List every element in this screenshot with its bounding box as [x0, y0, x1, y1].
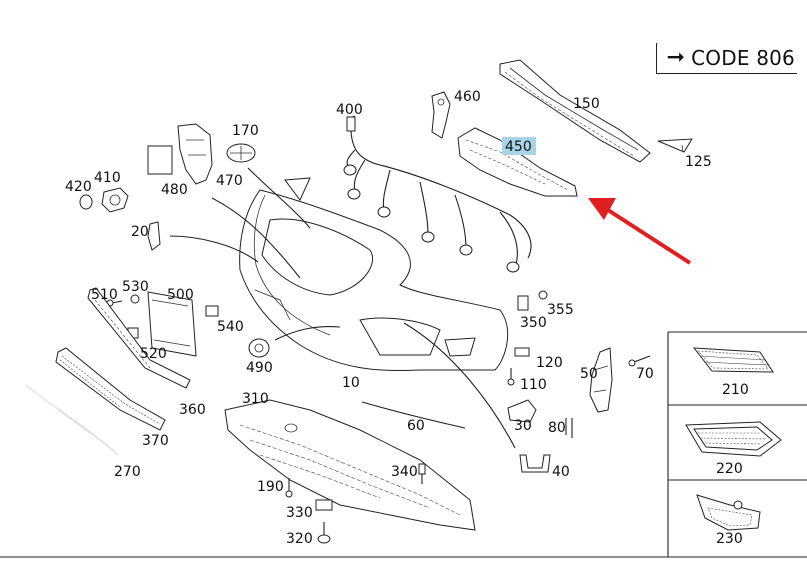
part-40-bracket[interactable] [519, 454, 551, 473]
label-120: 120 [536, 355, 563, 371]
label-340: 340 [391, 464, 418, 480]
label-400: 400 [336, 102, 363, 118]
part-80-clip[interactable] [565, 418, 573, 438]
label-420: 420 [65, 179, 92, 195]
part-20-bracket[interactable] [147, 221, 161, 251]
part-320-bolt[interactable] [317, 522, 331, 544]
part-370-grille-mesh[interactable] [55, 347, 166, 431]
part-460-bracket[interactable] [431, 91, 451, 139]
label-190: 190 [257, 479, 284, 495]
label-320: 320 [286, 531, 313, 547]
inset-panel [667, 331, 807, 557]
part-340-clip[interactable] [418, 463, 426, 484]
part-110-screw[interactable] [507, 368, 515, 386]
label-350: 350 [520, 315, 547, 331]
part-480-bracket[interactable] [147, 123, 213, 185]
label-480: 480 [161, 182, 188, 198]
part-310-underbody-panel[interactable] [224, 399, 476, 531]
lower-intake [359, 317, 441, 356]
label-125: 125 [685, 154, 712, 170]
sensor-connector [506, 261, 520, 273]
part-490-sensor[interactable] [248, 338, 270, 358]
label-460: 460 [454, 89, 481, 105]
label-30: 30 [514, 418, 532, 434]
label-40: 40 [552, 464, 570, 480]
part-400-harness[interactable] [343, 116, 532, 273]
sensor-connector [343, 164, 357, 176]
part-480-radar [147, 145, 173, 175]
label-150: 150 [573, 96, 600, 112]
label-60: 60 [407, 418, 425, 434]
part-labels: 150 125 460 450 400 170 470 480 410 420 … [65, 89, 749, 547]
label-80: 80 [548, 420, 566, 436]
label-540: 540 [217, 319, 244, 335]
part-10-bumper-cover[interactable] [239, 177, 509, 372]
part-360-trim-strip[interactable] [87, 287, 191, 389]
label-520: 520 [140, 346, 167, 362]
sensor-connector [377, 206, 391, 218]
label-230: 230 [716, 531, 743, 547]
part-330-nut[interactable] [315, 499, 333, 511]
label-270: 270 [114, 464, 141, 480]
code-806-box: ➞ CODE 806 [656, 43, 797, 74]
label-370: 370 [142, 433, 169, 449]
leader-lines [169, 115, 684, 449]
label-510: 510 [91, 287, 118, 303]
part-170-emblem[interactable] [226, 143, 256, 163]
label-220: 220 [716, 461, 743, 477]
part-530-clip[interactable] [130, 294, 140, 304]
part-120-clip[interactable] [514, 347, 530, 357]
label-50: 50 [580, 366, 598, 382]
part-125-bracket[interactable] [657, 138, 693, 153]
label-355: 355 [547, 302, 574, 318]
part-30-cover[interactable] [507, 399, 537, 423]
part-420-washer[interactable] [79, 194, 93, 210]
part-190-screw[interactable] [285, 478, 293, 498]
part-230-grille[interactable] [696, 494, 761, 531]
part-220-grille[interactable] [685, 421, 782, 457]
label-310: 310 [242, 391, 269, 407]
part-60-strip[interactable] [361, 401, 466, 429]
part-70-bolt[interactable] [628, 355, 651, 367]
label-110: 110 [520, 377, 547, 393]
label-210: 210 [722, 382, 749, 398]
label-490: 490 [246, 360, 273, 376]
sensor-connector [347, 188, 361, 200]
part-500-plate-bracket[interactable] [147, 291, 197, 357]
part-210-grille[interactable] [692, 347, 774, 373]
part-540-clip[interactable] [205, 305, 219, 317]
part-350-clip[interactable] [517, 295, 529, 311]
red-pointer-arrow [588, 198, 692, 265]
label-410: 410 [94, 170, 121, 186]
label-530: 530 [122, 279, 149, 295]
label-70: 70 [636, 366, 654, 382]
label-170: 170 [232, 123, 259, 139]
sensor-connector [421, 231, 435, 243]
label-360: 360 [179, 402, 206, 418]
part-50-side-bracket[interactable] [589, 347, 613, 413]
label-470: 470 [216, 173, 243, 189]
label-450: 450 [505, 139, 532, 155]
part-410-sensor[interactable] [101, 187, 129, 213]
part-450-highlight [502, 137, 536, 155]
part-450-carrier[interactable] [457, 127, 578, 197]
fog-lamp-opening [444, 337, 476, 357]
sensor-connector [459, 244, 473, 256]
label-20: 20 [131, 224, 149, 240]
label-330: 330 [286, 505, 313, 521]
label-10: 10 [342, 375, 360, 391]
label-500: 500 [167, 287, 194, 303]
code-label: CODE 806 [691, 46, 795, 70]
main-grille-opening [261, 218, 373, 296]
part-355-clip[interactable] [538, 290, 548, 300]
part-150-crossmember[interactable] [499, 59, 651, 163]
right-arrow-icon: ➞ [666, 45, 686, 70]
